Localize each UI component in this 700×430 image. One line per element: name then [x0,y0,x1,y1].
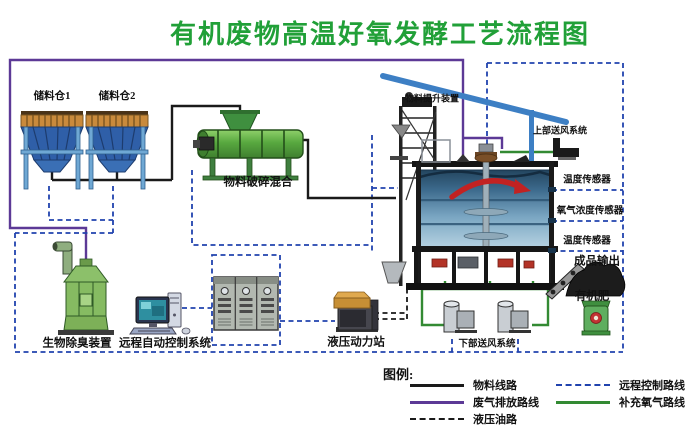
material-line-swatch [410,383,464,387]
deodorizer-tower [52,241,114,335]
lower-air-label: 下部送风系统 [458,339,516,350]
legend-item-oxygen: 补充氧气路线 [556,394,685,410]
legend-heading: 图例: [383,367,414,382]
legend-item-remote: 远程控制路线 [556,377,685,393]
waste-gas-line-swatch [410,400,464,404]
remote-control-line-swatch [556,384,610,386]
legend-label-gas: 废气排放路线 [473,397,539,409]
upper-air-label: 上部送风系统 [532,125,588,136]
hydraulic-oil-line-swatch [410,418,464,420]
hydraulic-station-label: 液压动力站 [327,336,385,349]
crusher-label: 物料破碎混合 [223,176,293,189]
fertilizer-bag [581,300,611,336]
fermentation-tower [406,139,564,290]
hopper-2 [85,111,149,190]
sensor-taps [548,187,556,253]
control-cabinets [213,276,279,331]
organic-fertilizer-label: 有机肥 [574,290,610,303]
hopper-1 [20,111,84,190]
crusher-machine [193,110,304,181]
legend-item-material: 物料线路 [410,377,517,393]
hopper2-label: 储料仓2 [98,90,136,102]
legend-item-oil: 液压油路 [410,411,517,427]
page-title: 有机废物高温好氧发酵工艺流程图 [169,20,590,49]
oxygen-sensor-label: 氧气浓度传感器 [556,206,624,217]
elevator-frame [381,92,437,286]
product-output-label: 成品输出 [574,255,620,268]
compost-pile [565,261,626,297]
legend-label-material: 物料线路 [473,380,517,392]
hydraulic-station [333,291,379,332]
roof-structure [380,73,569,165]
upper-blower [553,138,579,160]
remote-control-label: 远程自动控制系统 [119,337,211,350]
oxygen-line-swatch [556,400,610,404]
temp-sensor-top-label: 温度传感器 [563,175,611,186]
temp-sensor-bottom-label: 温度传感器 [563,236,611,247]
legend-label-oil: 液压油路 [473,414,517,426]
legend-item-gas: 废气排放路线 [410,394,539,410]
legend-label-oxygen: 补充氧气路线 [619,397,685,409]
waste-gas-line [8,58,504,264]
stir-arrow-icon [449,178,531,200]
material-line [50,104,396,200]
lower-blower-2 [497,300,531,333]
hopper1-label: 储料仓1 [33,90,71,102]
legend-label-remote: 远程控制路线 [619,380,685,392]
lower-blower-1 [443,300,477,333]
lifter-label: 物料提升装置 [404,93,460,104]
deodorizer-label: 生物除臭装置 [42,337,112,350]
hydraulic-oil-line [374,287,408,320]
remote-control-lines [14,62,624,353]
output-conveyor [545,263,585,300]
computer-workstation [129,292,191,335]
